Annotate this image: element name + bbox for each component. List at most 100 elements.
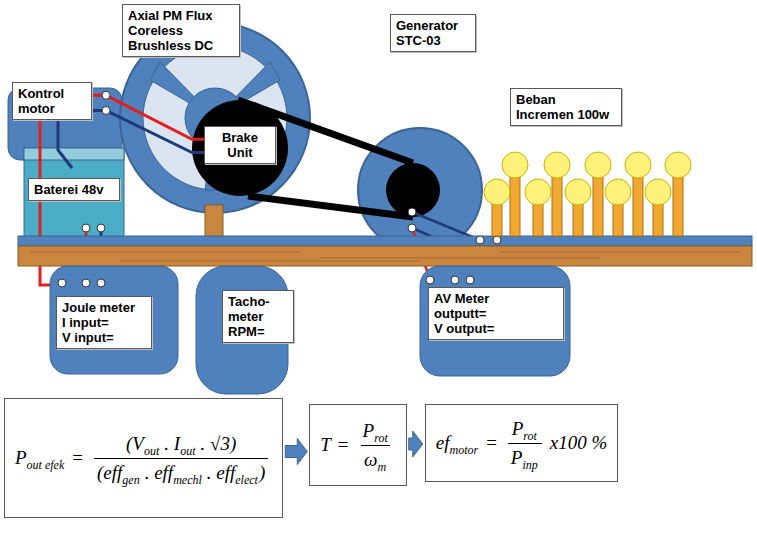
formula-lhs: efmotor= — [436, 432, 504, 454]
tachometer-label: Tacho-meterRPM= — [222, 290, 294, 343]
formula-term: P — [512, 418, 524, 440]
box-label: Baterei 48v — [34, 182, 114, 197]
terminal — [476, 236, 484, 244]
box-label: Joule meter — [62, 300, 146, 315]
fraction: ProtPinp — [508, 418, 542, 469]
lamp-bulb — [502, 152, 528, 178]
controller-label: Kontrol motor — [12, 82, 92, 120]
generator-label: Generator STC-03 — [390, 14, 476, 52]
formula-term: gen — [122, 473, 139, 488]
lamp-bulb — [484, 179, 510, 205]
terminal — [408, 208, 416, 216]
formula: efmotor=ProtPinpx100 % — [436, 418, 608, 469]
lamp-bulb — [645, 179, 671, 205]
numerator: Prot — [360, 420, 392, 445]
box-label: Kontrol motor — [18, 86, 86, 116]
wire-connector — [92, 111, 204, 153]
terminal — [97, 224, 105, 232]
lamp-base — [673, 175, 683, 236]
formula-term: P — [511, 447, 523, 469]
formula-lhs: T= — [320, 434, 355, 456]
lamp-base — [510, 175, 520, 236]
terminal — [493, 236, 501, 244]
denominator: Pinp — [508, 443, 542, 469]
lamp-bulb — [665, 152, 691, 178]
formula-term: = — [486, 432, 497, 454]
numerator: Prot — [509, 418, 541, 443]
box-label: RPM= — [228, 324, 288, 339]
fraction: Protωm — [360, 420, 392, 471]
av-meter-label: AV Meteroutputt=V output= — [428, 287, 564, 340]
battery-label: Baterei 48v — [28, 178, 120, 201]
box-label: Brake Unit — [210, 130, 270, 160]
formula-term: out efek — [27, 458, 65, 473]
denominator: (effgen. effmechl. effelect) — [94, 458, 268, 484]
formula-term: out — [144, 444, 159, 459]
formula: T=Protωm — [320, 420, 395, 471]
lamp-base — [613, 202, 623, 236]
formula-term: . √3) — [200, 433, 236, 455]
lamp-group — [484, 152, 691, 236]
motor-label: Axial PM Flux Coreless Brushless DC — [122, 4, 240, 57]
formula-term: m — [378, 460, 387, 475]
box-label: Beban — [516, 92, 616, 107]
formula-term: T — [320, 434, 331, 456]
lamp-bulb — [625, 152, 651, 178]
motor-post — [205, 205, 223, 238]
brake-label: Brake Unit — [204, 126, 276, 164]
box-label: Generator STC-03 — [396, 18, 470, 48]
lamp-base — [492, 202, 502, 236]
box-label: V output= — [434, 321, 558, 336]
lamp-base — [593, 175, 603, 236]
box-label: Tacho-meter — [228, 294, 288, 324]
joule-meter-body — [50, 266, 178, 374]
formula-term: motor — [449, 443, 478, 458]
formula-term: elect — [235, 473, 258, 488]
terminal — [82, 279, 90, 287]
terminal — [426, 276, 434, 284]
formula-term: = — [338, 434, 349, 456]
formula-box: efmotor=ProtPinpx100 % — [425, 404, 619, 482]
formula-term: (eff — [97, 462, 122, 484]
formula-term: . I — [164, 433, 180, 455]
box-label: I input= — [62, 315, 146, 330]
terminal — [466, 276, 474, 284]
formula-term: ω — [364, 449, 377, 471]
generator-pulley — [386, 163, 440, 217]
formula-term: rot — [523, 429, 537, 444]
lamp-base — [533, 202, 543, 236]
formula-term: = — [72, 447, 83, 469]
lamp-bulb — [565, 179, 591, 205]
block-arrow — [409, 431, 423, 457]
terminal — [102, 107, 110, 115]
formula-lhs: Pout efek= — [15, 447, 90, 469]
box-label: Axial PM Flux Coreless Brushless DC — [128, 8, 234, 53]
formula-box: T=Protωm — [309, 404, 406, 486]
block-arrow — [285, 439, 307, 465]
base-rail — [18, 236, 752, 246]
formula-term: mechl — [173, 473, 202, 488]
lamp-bulb — [585, 152, 611, 178]
box-label: outputt= — [434, 306, 558, 321]
terminal — [408, 224, 416, 232]
box-label: V input= — [62, 330, 146, 345]
numerator: (Vout. Iout. √3) — [123, 433, 239, 458]
wire — [58, 118, 72, 168]
formula-box: Pout efek=(Vout. Iout. √3)(effgen. effme… — [4, 398, 283, 518]
fraction: (Vout. Iout. √3)(effgen. effmechl. effel… — [94, 433, 268, 484]
box-label: Incremen 100w — [516, 107, 616, 122]
denominator: ωm — [361, 445, 390, 471]
lamp-bulb — [605, 179, 631, 205]
formula-term: P — [363, 420, 375, 442]
av-meter-body — [420, 266, 570, 376]
formula-term: out — [180, 444, 195, 459]
formula-term: inp — [522, 458, 537, 473]
terminal — [97, 279, 105, 287]
lamp-bulb — [544, 152, 570, 178]
terminal — [451, 276, 459, 284]
terminal — [82, 224, 90, 232]
brake-disc — [192, 100, 288, 196]
formula: Pout efek=(Vout. Iout. √3)(effgen. effme… — [15, 433, 272, 484]
lamp-base — [653, 202, 663, 236]
lamp-base — [573, 202, 583, 236]
